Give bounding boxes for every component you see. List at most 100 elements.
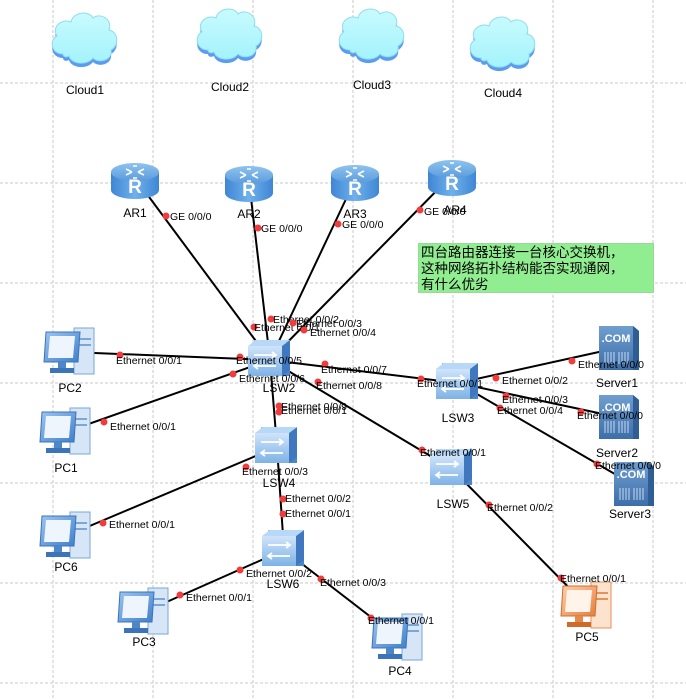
pc-pc6[interactable]: PC6 (39, 511, 91, 574)
port-label: Ethernet 0/0/0 (578, 359, 644, 371)
router-ar2[interactable]: AR2 (224, 165, 274, 221)
port-label: Ethernet 0/0/0 (595, 460, 661, 472)
pc-pc2[interactable]: PC2 (43, 327, 95, 395)
pc-pc1[interactable]: PC1 (39, 407, 91, 475)
server-server1[interactable]: Server1 (596, 325, 640, 390)
port-label: Ethernet 0/0/1 (109, 519, 175, 531)
port-label: Ethernet 0/0/2 (487, 502, 553, 514)
router-ar1[interactable]: AR1 (110, 162, 160, 220)
cloud-cloud2[interactable]: Cloud2 (196, 8, 263, 94)
port-dot[interactable] (99, 519, 107, 527)
port-dot[interactable] (279, 495, 287, 503)
port-dot[interactable] (100, 418, 108, 426)
port-label: Ethernet 0/0/1 (116, 355, 182, 367)
pc-pc4[interactable]: PC4 (371, 613, 423, 678)
router-icon (330, 164, 380, 202)
port-label: Ethernet 0/0/5 (236, 355, 302, 367)
router-icon (427, 159, 477, 197)
port-dot[interactable] (162, 212, 170, 220)
link-pc1-lsw2[interactable] (65, 359, 271, 433)
port-dot[interactable] (367, 614, 375, 622)
port-dot[interactable] (242, 463, 250, 471)
device-label: PC5 (575, 630, 599, 644)
router-icon (224, 165, 274, 203)
router-ar4[interactable]: AR4 (427, 159, 477, 217)
link-pc2-lsw2[interactable] (69, 351, 271, 361)
port-dot[interactable] (593, 460, 601, 468)
port-label: Ethernet 0/0/1 (420, 447, 486, 459)
device-label: LSW4 (263, 476, 296, 490)
switch-lsw5[interactable]: LSW5 (429, 448, 473, 511)
cloud-icon (338, 8, 405, 64)
link-ar4-lsw2[interactable] (269, 174, 453, 361)
server-server2[interactable]: Server2 (596, 394, 640, 460)
port-dot[interactable] (321, 360, 329, 368)
device-label: Cloud4 (484, 86, 522, 100)
switch-icon (254, 426, 298, 464)
switch-lsw3[interactable]: LSW3 (435, 362, 479, 425)
link-lsw3-server2[interactable] (457, 382, 618, 418)
switch-lsw2[interactable]: LSW2 (247, 339, 296, 395)
link-lsw3-server1[interactable] (457, 347, 618, 384)
port-dot[interactable] (317, 575, 325, 583)
switch-lsw6[interactable]: LSW6 (261, 529, 305, 591)
port-dot[interactable] (485, 501, 493, 509)
cloud-cloud1[interactable]: Cloud1 (51, 12, 118, 97)
switch-lsw4[interactable]: LSW4 (254, 426, 298, 490)
link-lsw3-server3[interactable] (457, 382, 633, 485)
port-label: GE 0/0/0 (261, 223, 303, 235)
port-label: GE 0/0/0 (170, 211, 212, 223)
port-dot[interactable] (502, 392, 510, 400)
pc-pc5[interactable]: PC5 (560, 581, 612, 644)
port-dot[interactable] (275, 408, 283, 416)
port-dot[interactable] (557, 574, 565, 582)
port-dot[interactable] (418, 446, 426, 454)
port-label: Ethernet 0/0/8 (316, 380, 382, 392)
port-dot[interactable] (492, 374, 500, 382)
port-label: GE 0/0/0 (342, 219, 384, 231)
port-dot[interactable] (236, 566, 244, 574)
port-dot[interactable] (250, 323, 258, 331)
pc-pc3[interactable]: PC3 (117, 587, 169, 649)
port-label: Ethernet 0/0/1 (368, 615, 434, 627)
port-dot[interactable] (267, 315, 275, 323)
port-dot[interactable] (116, 351, 124, 359)
link-lsw2-lsw3[interactable] (269, 359, 459, 384)
port-label: Ethernet 0/0/4 (497, 405, 563, 417)
port-dot[interactable] (289, 319, 297, 327)
port-dot[interactable] (416, 206, 424, 214)
cloud-cloud4[interactable]: Cloud4 (469, 16, 536, 100)
port-dot[interactable] (229, 370, 237, 378)
device-label: Server3 (609, 507, 651, 521)
link-lsw5-pc5[interactable] (451, 468, 588, 607)
port-dot[interactable] (176, 591, 184, 599)
link-ar1-lsw2[interactable] (134, 177, 271, 361)
device-label: Cloud3 (353, 78, 391, 92)
port-label: Ethernet 0/0/1 (281, 405, 347, 417)
link-ar3-lsw2[interactable] (269, 179, 356, 361)
port-label: Ethernet 0/0/2 (246, 568, 312, 580)
port-label: Ethernet 0/0/1 (186, 592, 252, 604)
port-label: Ethernet 0/0/3 (296, 318, 362, 330)
port-dot[interactable] (334, 220, 342, 228)
port-dot[interactable] (417, 375, 425, 383)
port-dot[interactable] (254, 224, 262, 232)
port-dot[interactable] (275, 402, 283, 410)
router-ar3[interactable]: AR3 (330, 164, 380, 221)
annotation-note[interactable]: 四台路由器连接一台核心交换机， 这种网络拓扑结构能否实现通网， 有什么优劣 (418, 243, 654, 293)
port-dot[interactable] (496, 404, 504, 412)
port-dot[interactable] (568, 357, 576, 365)
port-dot[interactable] (279, 510, 287, 518)
server-server3[interactable]: Server3 (609, 461, 655, 521)
port-dot[interactable] (314, 378, 322, 386)
device-label: LSW3 (442, 411, 475, 425)
link-ar2-lsw2[interactable] (248, 180, 271, 361)
port-dot[interactable] (577, 408, 585, 416)
device-label: AR4 (443, 203, 467, 217)
port-dot[interactable] (300, 326, 308, 334)
pc-icon (43, 327, 95, 375)
port-dot[interactable] (236, 353, 244, 361)
cloud-cloud3[interactable]: Cloud3 (338, 8, 405, 92)
